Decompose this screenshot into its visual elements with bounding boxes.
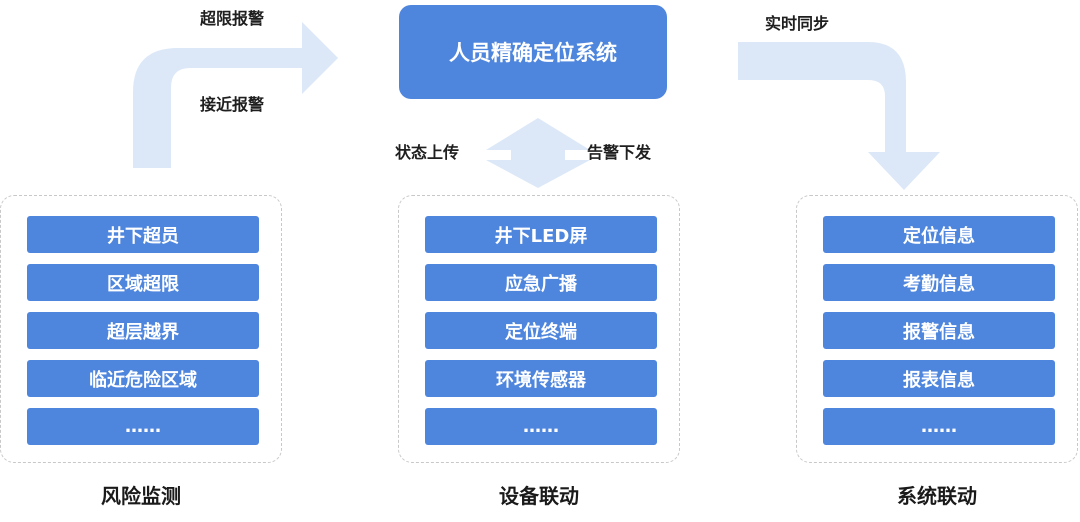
system-item: ……: [823, 408, 1055, 445]
realtime-sync-label: 实时同步: [765, 14, 830, 33]
system-linkage-title: 系统联动: [897, 484, 977, 508]
device-item: 定位终端: [425, 312, 657, 349]
risk-item: 临近危险区域: [27, 360, 259, 397]
device-item: 环境传感器: [425, 360, 657, 397]
risk-monitoring-title: 风险监测: [101, 484, 181, 508]
bidirectional-arrow: [486, 118, 590, 188]
system-item: 报表信息: [823, 360, 1055, 397]
system-to-linkage-arrow: [738, 42, 940, 190]
device-linkage-panel: 井下LED屏 应急广播 定位终端 环境传感器 ……: [398, 195, 680, 463]
device-item: 井下LED屏: [425, 216, 657, 253]
risk-item: ……: [27, 408, 259, 445]
status-upload-label: 状态上传: [395, 143, 460, 162]
system-item: 报警信息: [823, 312, 1055, 349]
risk-to-system-arrow: [133, 22, 338, 168]
positioning-system-title: 人员精确定位系统: [449, 41, 617, 65]
risk-item: 井下超员: [27, 216, 259, 253]
positioning-system-box: 人员精确定位系统: [399, 5, 667, 99]
system-item: 考勤信息: [823, 264, 1055, 301]
system-item: 定位信息: [823, 216, 1055, 253]
approach-alarm-label: 接近报警: [200, 95, 265, 114]
alarm-dispatch-label: 告警下发: [587, 143, 652, 162]
over-limit-alarm-label: 超限报警: [200, 9, 265, 28]
risk-item: 超层越界: [27, 312, 259, 349]
device-linkage-title: 设备联动: [499, 484, 579, 508]
risk-monitoring-panel: 井下超员 区域超限 超层越界 临近危险区域 ……: [0, 195, 282, 463]
device-item: ……: [425, 408, 657, 445]
device-item: 应急广播: [425, 264, 657, 301]
risk-item: 区域超限: [27, 264, 259, 301]
system-linkage-panel: 定位信息 考勤信息 报警信息 报表信息 ……: [796, 195, 1078, 463]
